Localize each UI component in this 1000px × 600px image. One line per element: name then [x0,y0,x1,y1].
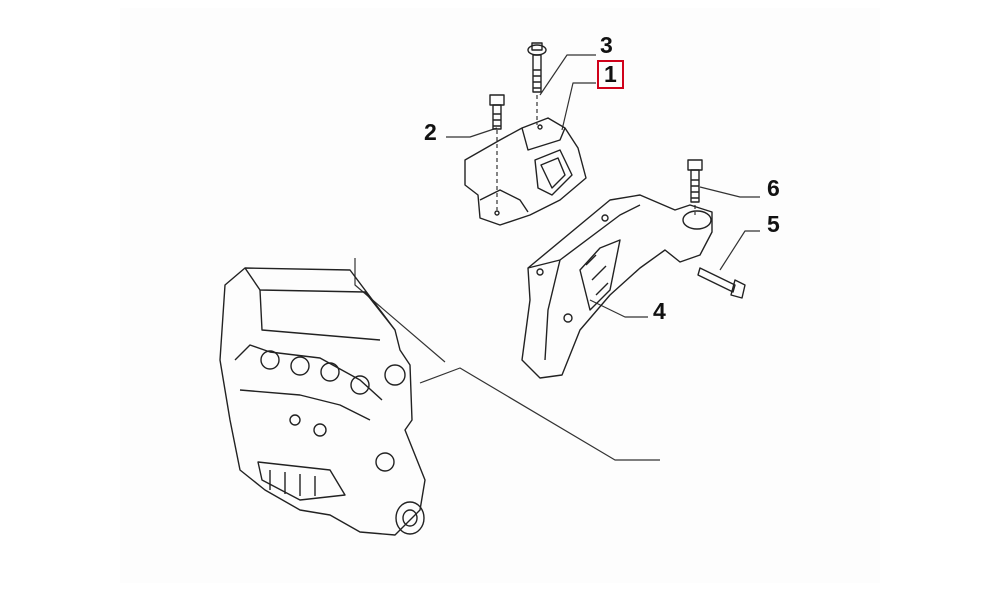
callout-5[interactable]: 5 [767,211,780,237]
callout-1-highlighted[interactable]: 1 [597,60,624,89]
callout-4[interactable]: 4 [653,298,666,324]
engine-mount-1-drawing [464,117,587,226]
callout-3[interactable]: 3 [600,32,613,58]
callout-6[interactable]: 6 [767,175,780,201]
diagram-frame [120,8,880,583]
callout-2[interactable]: 2 [424,119,437,145]
bolt-3-drawing [527,42,547,93]
bolt-2-drawing [489,94,505,130]
engine-block-drawing [219,267,426,536]
bolt-5-drawing [697,267,746,299]
leader-lines [354,54,760,461]
bolt-6-drawing [687,159,703,203]
bracket-4-drawing [521,194,713,379]
